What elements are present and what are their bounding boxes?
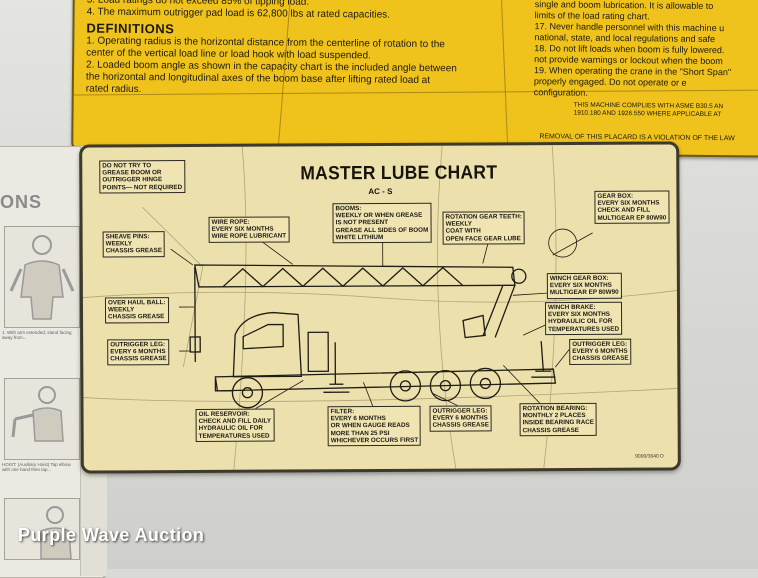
label-winch-brake: WINCH BRAKE: EVERY SIX MONTHS HYDRAULIC … [544,301,623,335]
label-line: GREASE ALL SIDES OF BOOM [335,226,429,234]
label-outrigger-leg-bottom: OUTRIGGER LEG: EVERY 6 MONTHS CHASSIS GR… [429,405,492,432]
label-line: CHASSIS GREASE [108,313,165,321]
label-line: INSIDE BEARING RACE [522,419,594,427]
signal-figure-box [4,226,80,328]
label-line: CHASSIS GREASE [110,355,167,363]
label-gear-box: GEAR BOX: EVERY SIX MONTHS CHECK AND FIL… [594,190,670,224]
operator-figure-icon [9,235,75,320]
label-line: OPEN FACE GEAR LUBE [445,234,521,243]
part-number: 9000/3640 D [635,453,664,460]
signal-instruction: 1. With arm extended, stand facing away … [2,330,72,340]
label-line: CHASSIS GREASE [572,355,629,363]
label-line: WHICHEVER OCCURS FIRST [330,436,419,445]
master-lube-chart: MASTER LUBE CHART AC - S DO NOT TRY TO G… [79,141,681,474]
load-rating-placard: 3. Load ratings do not exceed 85% of tip… [71,0,758,158]
placard-notes: 3. Load ratings do not exceed 85% of tip… [86,0,527,100]
label-line: HYDRAULIC OIL FOR [548,318,613,326]
label-line: MULTIGEAR EP 80W90 [549,289,619,297]
label-rotation-gear-teeth: ROTATION GEAR TEETH: WEEKLY COAT WITH OP… [442,211,526,245]
label-line: ROTATION GEAR TEETH: [445,213,522,221]
label-line: HYDRAULIC OIL FOR [198,425,263,433]
label-line: POINTS— NOT REQUIRED [102,183,183,192]
label-wire-rope: WIRE ROPE: EVERY SIX MONTHS WIRE ROPE LU… [208,216,290,243]
label-over-haul-ball: OVER HAUL BALL: WEEKLY CHASSIS GREASE [104,297,169,324]
label-filter: FILTER: EVERY 6 MONTHS OR WHEN GAUGE REA… [327,405,422,447]
placard-rules: single and boom lubrication. It is allow… [534,0,758,101]
crane-truck-diagram [82,145,678,470]
label-line: CHASSIS GREASE [432,421,489,430]
compliance-line: 1910.180 AND 1926.550 WHERE APPLICABLE A… [573,109,722,119]
label-booms: BOOMS: WEEKLY OR WHEN GREASE IS NOT PRES… [332,202,432,244]
callout-lines [170,225,593,409]
operator-figure-icon [11,386,64,442]
label-line: TEMPERATURES USED [548,325,620,333]
signal-instruction: HOIST: (Auxiliary Hoist) Tap elbow with … [2,462,71,472]
auction-watermark: Purple Wave Auction [18,525,205,545]
label-line: MULTIGEAR EP 80W90 [597,214,667,222]
label-line: OR WHEN GAUGE READS [330,422,410,430]
label-line: TEMPERATURES USED [198,432,270,440]
label-rotation-bearing: ROTATION BEARING: MONTHLY 2 PLACES INSID… [519,402,598,437]
label-line: CHASSIS GREASE [105,247,163,255]
operator-figure-icon [40,506,72,560]
label-line: WHITE LITHIUM [335,233,384,242]
side-placard-title: ONS [0,192,43,212]
signal-figure-box [4,498,80,560]
chart-subtitle: AC - S [368,186,393,197]
label-outrigger-leg-left: OUTRIGGER LEG: EVERY 6 MONTHS CHASSIS GR… [107,339,170,366]
label-do-not-grease: DO NOT TRY TO GREASE BOOM OR OUTRIGGER H… [99,160,186,194]
label-line: CHASSIS GREASE [522,426,580,434]
label-outrigger-leg-right: OUTRIGGER LEG: EVERY 6 MONTHS CHASSIS GR… [569,338,632,365]
label-oil-reservoir: OIL RESERVOIR: CHECK AND FILL DAILY HYDR… [195,408,275,442]
compliance-note: THIS MACHINE COMPLIES WITH ASME B30.5 AN… [574,102,758,120]
label-line: OVER HAUL BALL: [107,299,166,307]
label-winch-gear-box: WINCH GEAR BOX: EVERY SIX MONTHS MULTIGE… [546,272,622,299]
chart-title: MASTER LUBE CHART [300,162,498,185]
label-line: WIRE ROPE LUBRICANT [211,232,287,241]
label-sheave-pins: SHEAVE PINS: WEEKLY CHASSIS GREASE [102,231,166,258]
signal-figure-box [4,378,80,460]
crane-truck-icon [189,264,557,409]
